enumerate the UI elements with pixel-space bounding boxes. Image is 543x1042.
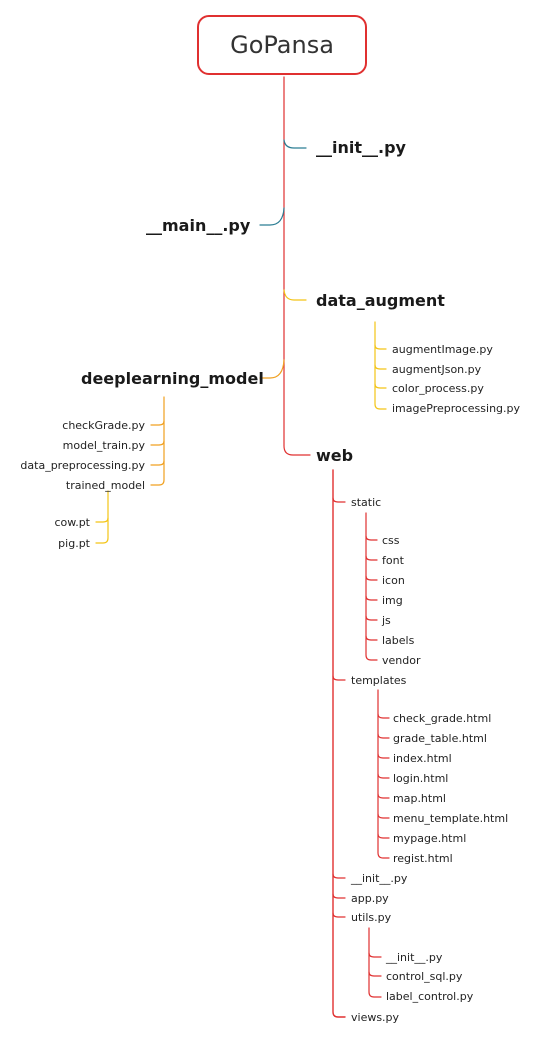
- node-init[interactable]: __init__.py: [316, 138, 406, 157]
- main-connector: [259, 207, 285, 226]
- augment-tick-0: [374, 344, 387, 350]
- data-augment-connector: [283, 289, 307, 301]
- file-model-train[interactable]: model_train.py: [62, 439, 145, 452]
- file-regist-html[interactable]: regist.html: [393, 852, 453, 865]
- folder-labels[interactable]: labels: [382, 634, 415, 647]
- templates-bracket: [377, 689, 390, 859]
- utils-tick-0: [368, 952, 382, 958]
- file-mypage-html[interactable]: mypage.html: [393, 832, 467, 845]
- augment-bracket: [374, 321, 387, 410]
- folder-icon[interactable]: icon: [382, 574, 405, 587]
- templates-tick-3: [377, 773, 390, 779]
- folder-templates[interactable]: templates: [351, 674, 407, 687]
- dl-tick-1: [150, 440, 165, 446]
- file-cow-pt[interactable]: cow.pt: [54, 516, 90, 529]
- folder-js[interactable]: js: [382, 614, 391, 627]
- folder-static[interactable]: static: [351, 496, 382, 509]
- root-node-gopansa[interactable]: GoPansa: [197, 15, 367, 75]
- web-tick-0: [332, 497, 346, 503]
- dl-bracket: [150, 396, 165, 486]
- utils-tick-1: [368, 971, 382, 977]
- templates-tick-4: [377, 793, 390, 799]
- static-tick-4: [365, 615, 378, 621]
- init-connector: [283, 139, 307, 149]
- templates-tick-0: [377, 713, 390, 719]
- static-tick-0: [365, 535, 378, 541]
- web-tick-2: [332, 873, 346, 879]
- templates-tick-2: [377, 753, 390, 759]
- web-tick-1: [332, 675, 346, 681]
- file-web-init[interactable]: __init__.py: [351, 872, 408, 885]
- file-augmentjson[interactable]: augmentJson.py: [392, 363, 482, 376]
- root-label: GoPansa: [230, 31, 334, 59]
- file-utils-init[interactable]: __init__.py: [386, 951, 443, 964]
- dl-tick-0: [150, 420, 165, 426]
- file-views[interactable]: views.py: [351, 1011, 400, 1024]
- templates-tick-6: [377, 833, 390, 839]
- file-menu-template-html[interactable]: menu_template.html: [393, 812, 509, 825]
- file-map-html[interactable]: map.html: [393, 792, 446, 805]
- folder-trained-model[interactable]: trained_model: [65, 479, 145, 492]
- file-checkgrade[interactable]: checkGrade.py: [62, 419, 145, 432]
- templates-tick-5: [377, 813, 390, 819]
- trunk-to-web-line: [283, 76, 311, 456]
- dl-tick-2: [150, 460, 165, 466]
- folder-img[interactable]: img: [382, 594, 403, 607]
- static-tick-3: [365, 595, 378, 601]
- file-app[interactable]: app.py: [351, 892, 389, 905]
- folder-vendor[interactable]: vendor: [382, 654, 421, 667]
- file-pig-pt[interactable]: pig.pt: [58, 537, 90, 550]
- file-color-process[interactable]: color_process.py: [392, 382, 484, 395]
- static-tick-2: [365, 575, 378, 581]
- augment-tick-1: [374, 364, 387, 370]
- node-main[interactable]: __main__.py: [146, 216, 251, 235]
- web-tick-4: [332, 912, 346, 918]
- trained-bracket: [95, 490, 109, 544]
- file-grade-table-html[interactable]: grade_table.html: [393, 732, 487, 745]
- node-deeplearning-model[interactable]: deeplearning_model: [81, 369, 264, 388]
- file-index-html[interactable]: index.html: [393, 752, 452, 765]
- trained-tick-cow: [95, 517, 109, 523]
- web-tick-3: [332, 893, 346, 899]
- file-data-preprocessing[interactable]: data_preprocessing.py: [20, 459, 145, 472]
- utils-bracket: [368, 927, 382, 998]
- file-augmentimage[interactable]: augmentImage.py: [392, 343, 493, 356]
- node-web[interactable]: web: [316, 446, 354, 465]
- file-imagepreprocessing[interactable]: imagePreprocessing.py: [392, 402, 521, 415]
- file-control-sql[interactable]: control_sql.py: [386, 970, 463, 983]
- folder-font[interactable]: font: [382, 554, 404, 567]
- static-bracket: [365, 512, 378, 661]
- file-login-html[interactable]: login.html: [393, 772, 449, 785]
- web-bracket: [332, 469, 346, 1018]
- augment-tick-2: [374, 383, 387, 389]
- folder-utils[interactable]: utils.py: [351, 911, 392, 924]
- templates-tick-1: [377, 733, 390, 739]
- static-tick-5: [365, 635, 378, 641]
- node-data-augment[interactable]: data_augment: [316, 291, 445, 310]
- static-tick-1: [365, 555, 378, 561]
- folder-css[interactable]: css: [382, 534, 400, 547]
- file-check-grade-html[interactable]: check_grade.html: [393, 712, 492, 725]
- deeplearning-connector: [259, 359, 285, 379]
- file-label-control[interactable]: label_control.py: [386, 990, 474, 1003]
